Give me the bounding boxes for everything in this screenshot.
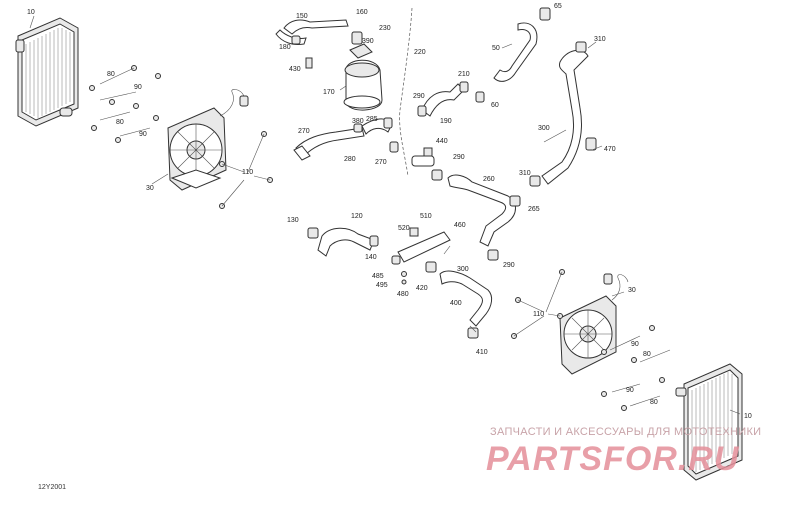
callout-430: 430 <box>289 66 301 73</box>
callout-50: 50 <box>492 45 500 52</box>
callout-300: 300 <box>457 266 469 273</box>
diagram-reference-code: 12Y2001 <box>38 484 67 491</box>
hose-400 <box>439 270 493 339</box>
callout-440: 440 <box>436 138 448 145</box>
callout-270: 270 <box>375 159 387 166</box>
callout-30: 30 <box>628 287 636 294</box>
callout-390: 390 <box>362 38 374 45</box>
callout-220: 220 <box>414 49 426 56</box>
callout-180: 180 <box>279 44 291 51</box>
callout-190: 190 <box>440 118 452 125</box>
callout-80: 80 <box>116 119 124 126</box>
callout-470: 470 <box>604 146 616 153</box>
manifold-440-480 <box>391 147 451 285</box>
callout-400: 400 <box>450 300 462 307</box>
callout-110: 110 <box>242 169 253 176</box>
expansion-reservoir-170 <box>291 31 383 111</box>
callout-300: 300 <box>538 125 550 132</box>
callout-90: 90 <box>134 84 142 91</box>
callout-80: 80 <box>643 351 651 358</box>
callout-65: 65 <box>554 3 562 10</box>
overflow-hose-220 <box>399 7 413 177</box>
callout-380: 380 <box>352 118 364 125</box>
callout-10: 10 <box>27 9 35 16</box>
callout-290: 290 <box>413 93 425 100</box>
callout-310: 310 <box>594 36 606 43</box>
hose-190 <box>417 81 485 117</box>
callout-60: 60 <box>491 102 499 109</box>
callout-285: 285 <box>366 116 378 123</box>
watermark-logo: PARTSFOR.RU <box>486 440 740 478</box>
callout-leaders <box>29 15 741 415</box>
callout-120: 120 <box>351 213 363 220</box>
callout-90: 90 <box>139 131 147 138</box>
callout-170: 170 <box>323 89 335 96</box>
callout-80: 80 <box>107 71 115 78</box>
callout-520: 520 <box>398 225 410 232</box>
callout-270: 270 <box>298 128 310 135</box>
hose-50 <box>493 7 551 82</box>
callout-460: 460 <box>454 222 466 229</box>
callout-495: 495 <box>376 282 388 289</box>
fasteners-right <box>511 269 671 411</box>
callout-290: 290 <box>453 154 465 161</box>
watermark-caption: ЗАПЧАСТИ И АКСЕССУАРЫ ДЛЯ МОТОТЕХНИКИ <box>490 426 762 438</box>
callout-230: 230 <box>379 25 391 32</box>
fan-left <box>167 89 249 191</box>
callout-290: 290 <box>503 262 515 269</box>
callout-410: 410 <box>476 349 488 356</box>
callout-265: 265 <box>528 206 540 213</box>
callout-90: 90 <box>626 387 634 394</box>
callout-485: 485 <box>372 273 384 280</box>
callout-210: 210 <box>458 71 470 78</box>
radiator-left <box>15 17 79 127</box>
callout-480: 480 <box>397 291 409 298</box>
callout-310: 310 <box>519 170 531 177</box>
callout-420: 420 <box>416 285 428 292</box>
callout-280: 280 <box>344 156 356 163</box>
callout-30: 30 <box>146 185 154 192</box>
callout-90: 90 <box>631 341 639 348</box>
radiator-right <box>675 363 743 481</box>
hose-150 <box>275 19 349 45</box>
callout-80: 80 <box>650 399 658 406</box>
callout-160: 160 <box>356 9 368 16</box>
callout-150: 150 <box>296 13 308 20</box>
callout-140: 140 <box>365 254 377 261</box>
hose-260 <box>447 174 521 261</box>
callout-260: 260 <box>483 176 495 183</box>
callout-110: 110 <box>533 311 544 318</box>
hose-120 <box>307 227 379 257</box>
callout-510: 510 <box>420 213 432 220</box>
callout-130: 130 <box>287 217 299 224</box>
hose-300 <box>529 41 597 187</box>
fan-right <box>559 273 629 375</box>
hose-270-280 <box>293 117 399 161</box>
fasteners-left <box>89 65 273 209</box>
callout-10: 10 <box>744 413 752 420</box>
callout-labels: 10 10 30 30 50 60 65 80 80 80 80 90 90 9… <box>27 3 752 420</box>
